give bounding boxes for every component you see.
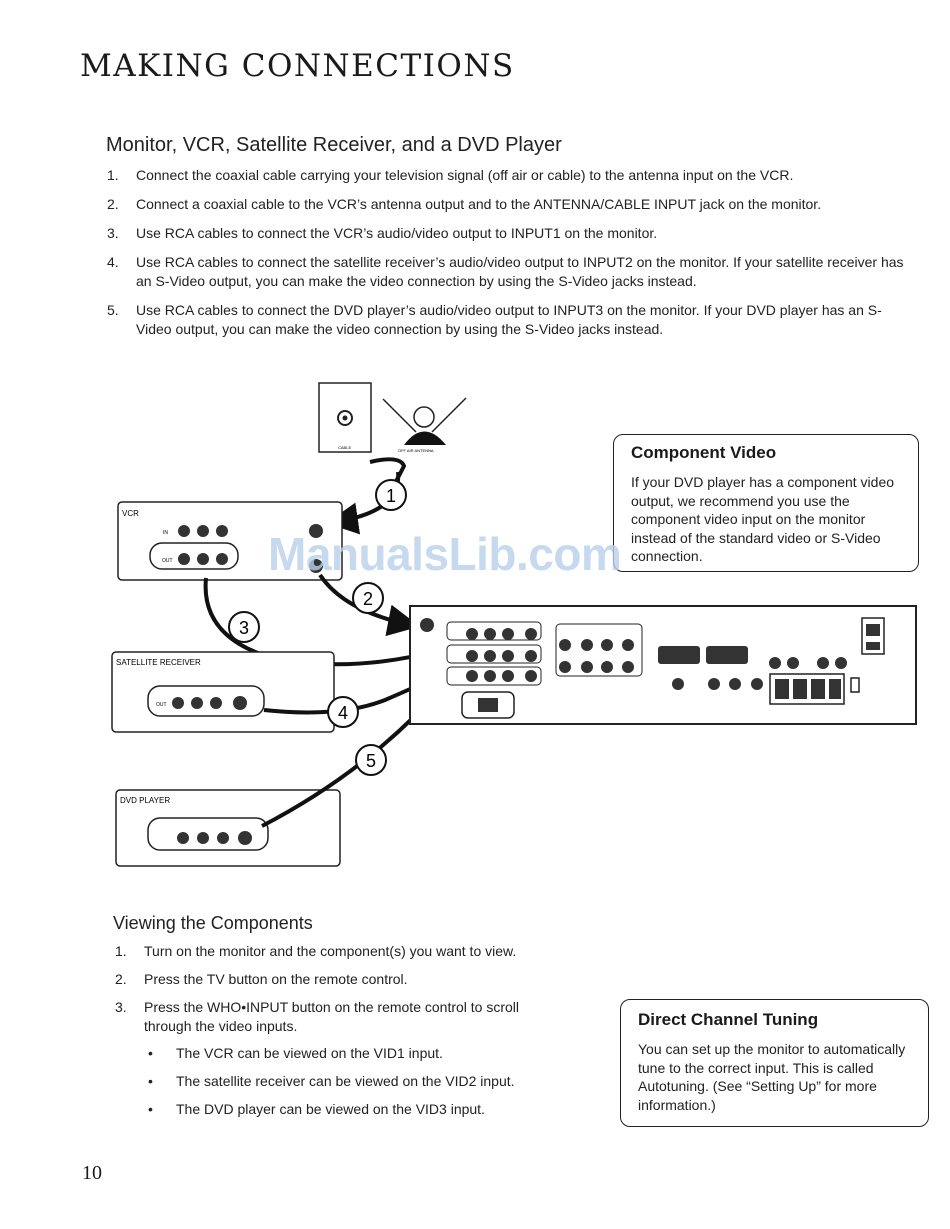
- direct-tuning-text: You can set up the monitor to automatica…: [638, 1041, 906, 1113]
- svg-text:3: 3: [239, 618, 249, 638]
- list-item: 4.Use RCA cables to connect the satellit…: [107, 254, 904, 289]
- list-item: •The DVD player can be viewed on the VID…: [148, 1101, 485, 1117]
- list-item: 3.Press the WHO•INPUT button on the remo…: [115, 998, 585, 1119]
- cable-label: CABLE: [338, 445, 351, 450]
- component-video-title: Component Video: [631, 443, 777, 462]
- section-title-connections: Monitor, VCR, Satellite Receiver, and a …: [106, 134, 562, 156]
- list-item: •The satellite receiver can be viewed on…: [148, 1073, 515, 1089]
- callout-3: 3: [228, 611, 260, 643]
- input-bullets: •The VCR can be viewed on the VID1 input…: [144, 1044, 565, 1119]
- vcr-unit: VCR IN OUT: [117, 501, 343, 581]
- satellite-receiver-unit: SATELLITE RECEIVER OUT: [111, 651, 335, 733]
- svg-text:OUT: OUT: [162, 558, 173, 564]
- monitor-back-panel: [409, 605, 917, 725]
- svg-text:5: 5: [366, 751, 376, 771]
- watermark: ManualsLib.com: [268, 528, 622, 580]
- page-title: MAKING CONNECTIONS: [80, 48, 515, 84]
- list-item: 1.Turn on the monitor and the component(…: [115, 943, 517, 959]
- list-item: 1.Connect the coaxial cable carrying you…: [107, 167, 794, 183]
- connection-steps: 1.Connect the coaxial cable carrying you…: [107, 166, 907, 339]
- section-title-viewing: Viewing the Components: [113, 913, 313, 933]
- viewing-steps: 1.Turn on the monitor and the component(…: [115, 942, 585, 1128]
- cable-wall-plate: CABLE: [318, 382, 372, 453]
- dvd-player-unit: DVD PLAYER: [115, 789, 341, 867]
- callout-1: 1: [375, 479, 407, 511]
- svg-text:IN: IN: [163, 530, 168, 536]
- component-video-text: If your DVD player has a component video…: [631, 474, 895, 564]
- component-video-note: Component Video If your DVD player has a…: [613, 434, 919, 572]
- list-item: 2.Connect a coaxial cable to the VCR’s a…: [107, 196, 822, 212]
- antenna-label: OFF AIR ANTENNA: [398, 448, 434, 453]
- satellite-label: SATELLITE RECEIVER: [116, 658, 201, 667]
- dvd-label: DVD PLAYER: [120, 796, 170, 805]
- callout-4: 4: [327, 696, 359, 728]
- list-item: •The VCR can be viewed on the VID1 input…: [148, 1045, 443, 1061]
- vcr-label: VCR: [122, 509, 139, 518]
- direct-tuning-title: Direct Channel Tuning: [638, 1010, 819, 1029]
- list-item: 2.Press the TV button on the remote cont…: [115, 971, 408, 987]
- svg-text:4: 4: [338, 703, 348, 723]
- list-item: 5.Use RCA cables to connect the DVD play…: [107, 302, 882, 337]
- page-number: 10: [82, 1162, 102, 1184]
- antenna-icon: OFF AIR ANTENNA: [382, 397, 467, 453]
- direct-channel-tuning-note: Direct Channel Tuning You can set up the…: [620, 999, 929, 1127]
- callout-2: 2: [352, 582, 384, 614]
- callout-5: 5: [355, 744, 387, 776]
- svg-text:OUT: OUT: [156, 702, 167, 708]
- svg-text:1: 1: [386, 486, 396, 506]
- list-item: 3.Use RCA cables to connect the VCR’s au…: [107, 225, 658, 241]
- svg-text:2: 2: [363, 589, 373, 609]
